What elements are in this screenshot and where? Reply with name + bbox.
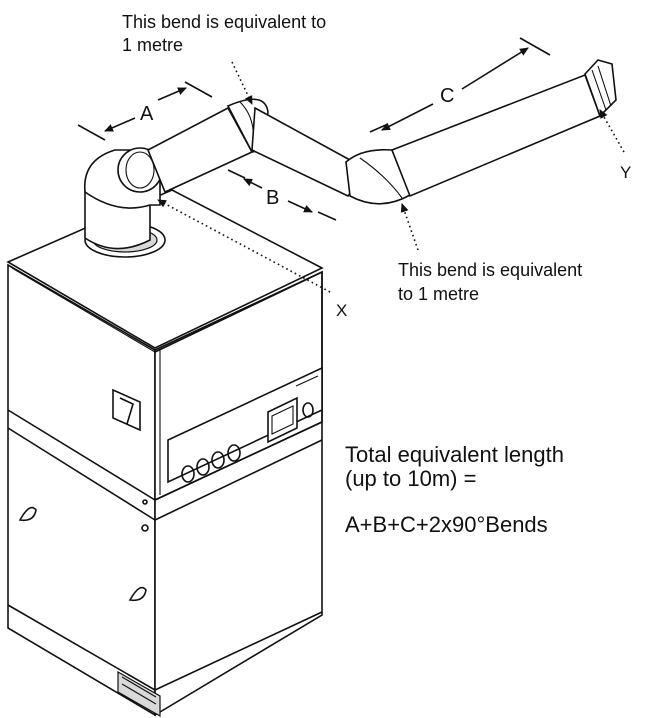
boiler-cabinet — [6, 189, 324, 718]
label-y: Y — [620, 163, 631, 182]
dimension-a: A — [77, 81, 213, 141]
dimension-b: B — [227, 169, 337, 221]
vertical-elbow — [84, 147, 163, 250]
boiler-right-face — [154, 270, 323, 717]
bend-bottom-note-line1: This bend is equivalent — [398, 260, 582, 280]
front-window — [112, 388, 141, 432]
leader-bend-top — [231, 61, 253, 105]
label-c: C — [440, 85, 454, 107]
formula-line2: (up to 10m) = — [345, 466, 476, 491]
dimension-c: C — [369, 37, 551, 133]
formula-line1: Total equivalent length — [345, 442, 564, 467]
bend-top-note-line1: This bend is equivalent to — [122, 12, 326, 32]
knob-3 — [211, 451, 225, 469]
label-x: X — [336, 301, 347, 320]
flue-terminal — [584, 59, 617, 118]
knob-4 — [227, 444, 241, 462]
bend-bottom-note-line2: to 1 metre — [398, 284, 479, 304]
control-panel — [181, 375, 319, 483]
pipe-section-b — [251, 106, 356, 197]
pipe-section-c — [390, 73, 602, 198]
control-strip — [167, 366, 323, 484]
display-screen — [267, 396, 298, 444]
side-vents — [18, 499, 149, 602]
bend-bottom — [345, 148, 412, 205]
knob-2 — [196, 458, 210, 476]
formula-line3: A+B+C+2x90°Bends — [345, 512, 548, 537]
label-a: A — [140, 103, 154, 125]
leader-x — [157, 199, 331, 293]
leader-y — [599, 109, 625, 153]
label-b: B — [266, 187, 279, 209]
knob-1 — [181, 465, 195, 483]
bend-top-note-line2: 1 metre — [122, 35, 183, 55]
leader-bend-bottom — [400, 203, 419, 251]
